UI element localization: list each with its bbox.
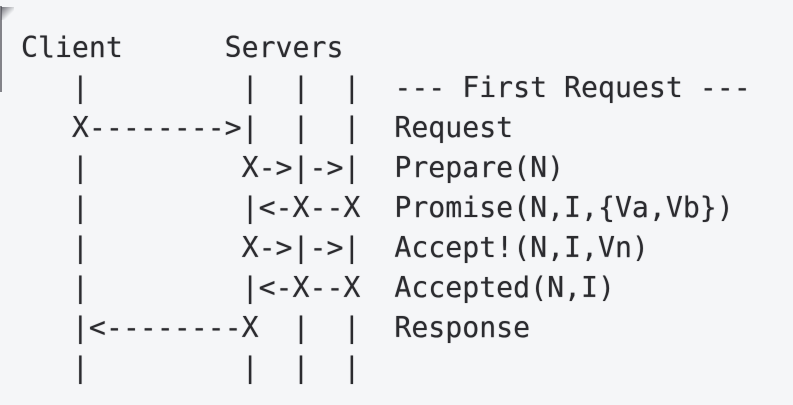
diagram-line-prepare: | X->|->| Prepare(N) — [21, 151, 565, 184]
diagram-line-header: Client Servers — [21, 31, 344, 64]
diagram-line-accepted: | |<-X--X Accepted(N,I) — [21, 271, 615, 304]
diagram-line-accept: | X->|->| Accept!(N,I,Vn) — [21, 231, 649, 264]
video-artifact-left-edge — [0, 6, 2, 92]
diagram-line-response: |<--------X | | Response — [21, 311, 531, 344]
diagram-line-lifelines-top: | | | | --- First Request --- — [21, 71, 751, 104]
diagram-line-promise: | |<-X--X Promise(N,I,{Va,Vb}) — [21, 191, 734, 224]
paxos-sequence-diagram: Client Servers | | | | --- First Request… — [21, 28, 751, 388]
diagram-line-lifelines-bottom: | | | | — [21, 351, 361, 384]
diagram-line-request: X-------->| | | Request — [21, 111, 514, 144]
video-artifact-corner — [1, 7, 14, 20]
